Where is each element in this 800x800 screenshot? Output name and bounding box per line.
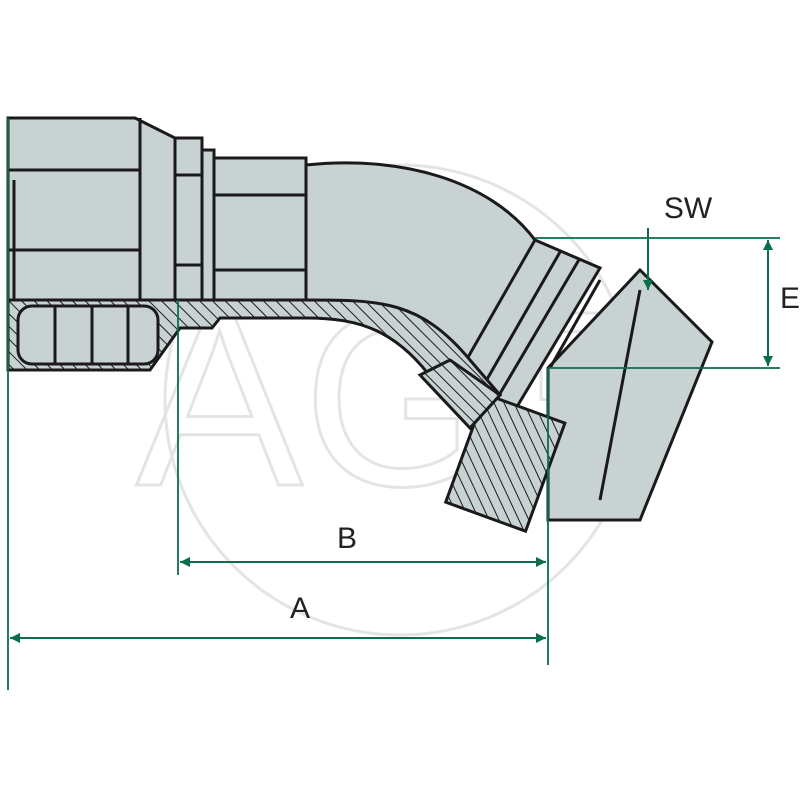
hex-body xyxy=(212,156,308,302)
dimension-sw: SW xyxy=(643,192,713,290)
dimension-a-label: A xyxy=(290,592,310,625)
extension-lines xyxy=(7,118,780,690)
end-swivel-nut xyxy=(546,267,714,522)
inner-hex-profile xyxy=(16,304,160,366)
dimension-e-label: E xyxy=(780,282,800,315)
dimension-e: E xyxy=(763,240,800,366)
dimension-b: B xyxy=(180,522,546,567)
dimension-a: A xyxy=(10,592,546,643)
dimension-sw-label: SW xyxy=(664,192,713,225)
collar-rings xyxy=(173,136,216,302)
dimension-b-label: B xyxy=(337,522,357,555)
swivel-nut xyxy=(6,116,177,302)
